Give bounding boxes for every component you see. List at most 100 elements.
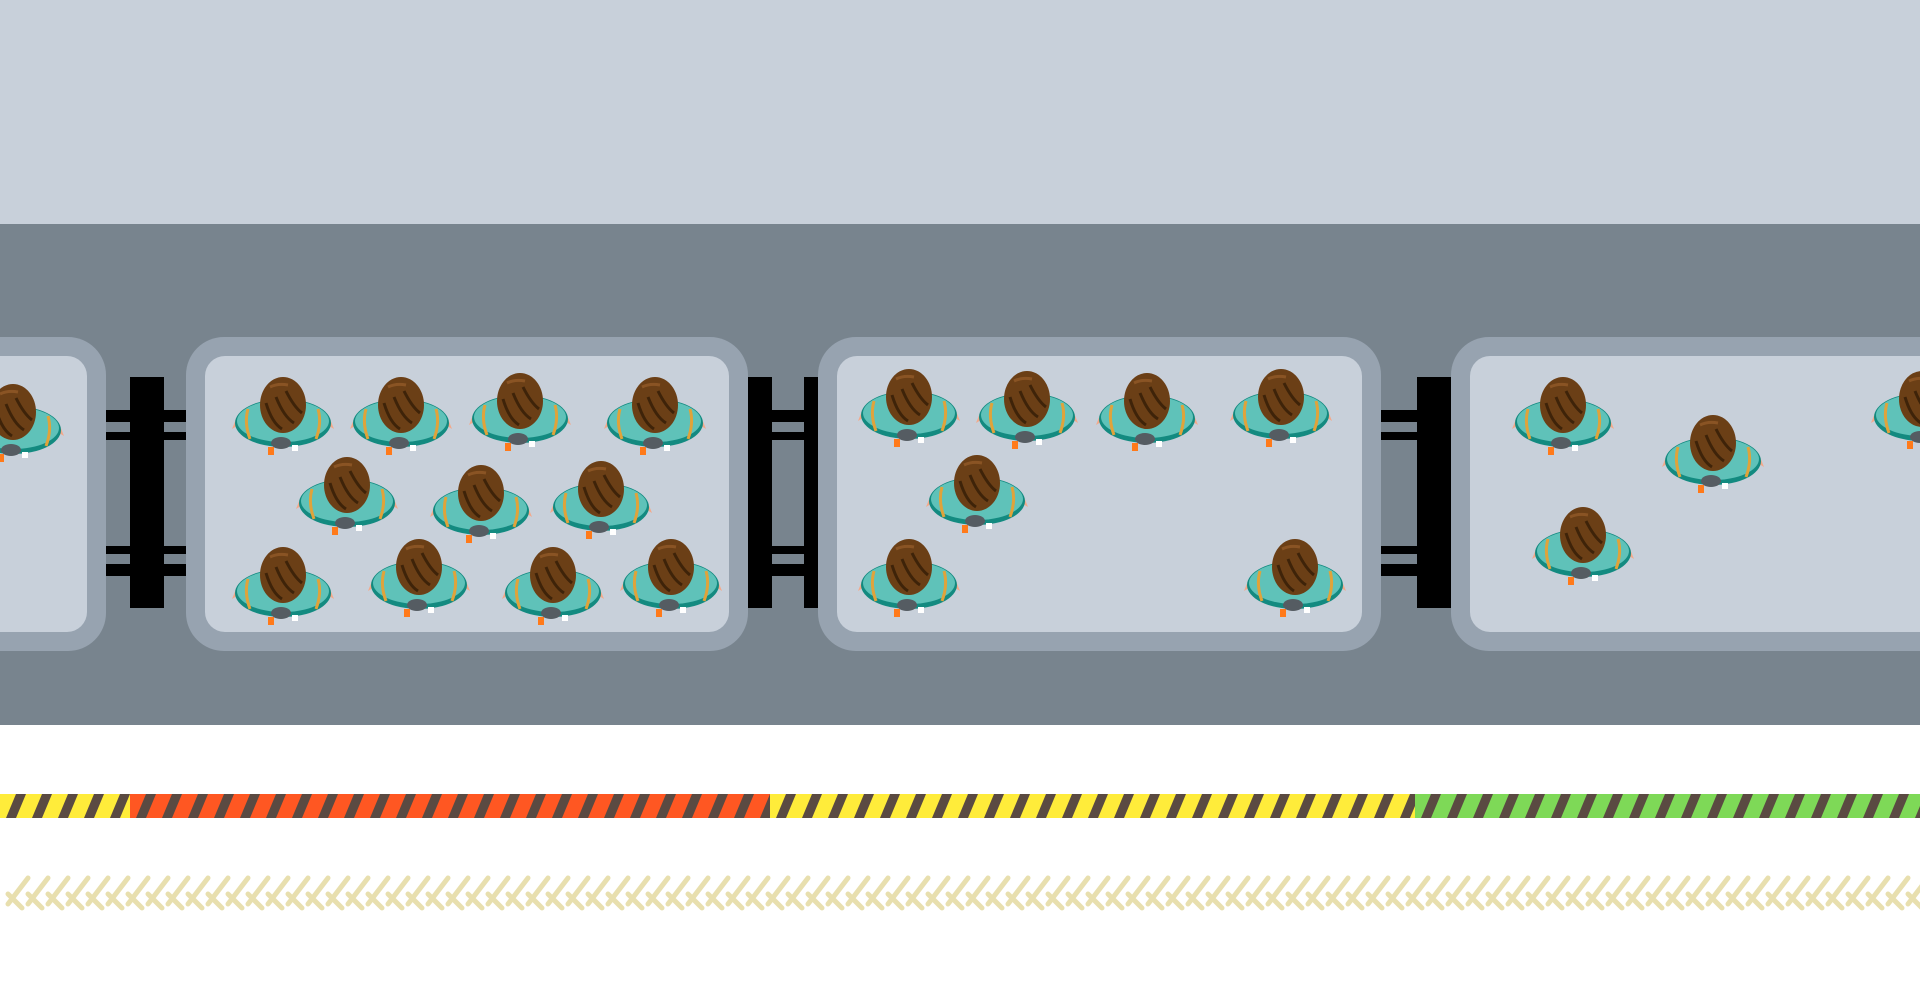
crowding-meter-stripe (32, 794, 52, 818)
crowding-meter-stripe (932, 794, 952, 818)
crowding-meter-stripe (1577, 794, 1597, 818)
hatch-mark (485, 891, 505, 911)
hatch-mark (265, 891, 285, 911)
hatch-mark (605, 891, 625, 911)
passenger-topdown-icon[interactable] (550, 457, 652, 543)
passenger-topdown-icon[interactable] (368, 535, 470, 621)
hatch-mark (685, 891, 705, 911)
crowding-meter-stripe (422, 794, 442, 818)
hatch-mark (1405, 891, 1425, 911)
crowding-meter-stripe (318, 794, 338, 818)
hatch-mark (1365, 891, 1385, 911)
hatch-mark (665, 891, 685, 911)
passenger-topdown-icon[interactable] (430, 461, 532, 547)
passenger-topdown-icon[interactable] (350, 373, 452, 459)
hatch-mark (5, 891, 25, 911)
crowding-meter-stripe (552, 794, 572, 818)
passenger-topdown-icon[interactable] (1096, 369, 1198, 455)
hatch-mark (165, 891, 185, 911)
passenger-topdown-icon[interactable] (1230, 365, 1332, 451)
crowding-meter-stripe (656, 794, 676, 818)
hatch-mark (1845, 891, 1865, 911)
hatch-mark (345, 891, 365, 911)
passenger-topdown-icon[interactable] (232, 543, 334, 629)
passenger-topdown-icon[interactable] (1244, 535, 1346, 621)
hatch-mark (1805, 891, 1825, 911)
passenger-topdown-icon[interactable] (1871, 367, 1920, 453)
crowding-meter-stripe (734, 794, 754, 818)
crowding-meter-stripe (396, 794, 416, 818)
hatch-mark (1305, 891, 1325, 911)
hatch-mark (925, 891, 945, 911)
crowding-meter-stripe (958, 794, 978, 818)
crowding-meter-stripe (526, 794, 546, 818)
hatch-mark (845, 891, 865, 911)
hatch-mark (25, 891, 45, 911)
crowding-meter-stripe (578, 794, 598, 818)
crowding-meter-stripe (1603, 794, 1623, 818)
hatch-mark (1245, 891, 1265, 911)
hatch-mark (305, 891, 325, 911)
hatch-mark (1105, 891, 1125, 911)
hatch-mark (85, 891, 105, 911)
passenger-topdown-icon[interactable] (469, 369, 571, 455)
crowding-meter-stripe (1863, 794, 1883, 818)
crowding-meter-stripe (1010, 794, 1030, 818)
crowding-meter-stripe (448, 794, 468, 818)
hatch-mark (1705, 891, 1725, 911)
passenger-topdown-icon[interactable] (296, 453, 398, 539)
hatch-mark (1605, 891, 1625, 911)
hatch-mark (425, 891, 445, 911)
passenger-topdown-icon[interactable] (620, 535, 722, 621)
passenger-topdown-icon[interactable] (1532, 503, 1634, 589)
passenger-topdown-icon[interactable] (1662, 411, 1764, 497)
crowding-meter-stripe (1655, 794, 1675, 818)
passenger-topdown-icon[interactable] (858, 535, 960, 621)
passenger-topdown-icon[interactable] (926, 451, 1028, 537)
train-coupler-icon (1381, 375, 1451, 610)
crowding-meter-stripe (880, 794, 900, 818)
hatch-mark (785, 891, 805, 911)
crowding-meter-stripe (474, 794, 494, 818)
hatch-mark (45, 891, 65, 911)
hatch-mark (745, 891, 765, 911)
hatch-mark (1625, 891, 1645, 911)
crowding-meter-stripe (1296, 794, 1316, 818)
passenger-topdown-icon[interactable] (502, 543, 604, 629)
hatch-mark (145, 891, 165, 911)
crowding-meter-stripe (1837, 794, 1857, 818)
hatch-mark (1025, 891, 1045, 911)
crowding-meter-stripe (1681, 794, 1701, 818)
crowding-meter-stripe (1114, 794, 1134, 818)
hatch-mark (405, 891, 425, 911)
passenger-topdown-icon[interactable] (858, 365, 960, 451)
hatch-mark (1205, 891, 1225, 911)
crowding-meter-stripe (802, 794, 822, 818)
crowding-meter-stripe (1140, 794, 1160, 818)
hatch-mark (1165, 891, 1185, 911)
passenger-topdown-icon[interactable] (604, 373, 706, 459)
crowding-meter-stripe (1707, 794, 1727, 818)
hatch-mark (385, 891, 405, 911)
crowding-meter-stripe (188, 794, 208, 818)
hatch-mark (65, 891, 85, 911)
hatch-mark (1225, 891, 1245, 911)
crowding-meter-stripe (1270, 794, 1290, 818)
crowding-meter-stripe (984, 794, 1004, 818)
hatch-mark (1525, 891, 1545, 911)
passenger-topdown-icon[interactable] (232, 373, 334, 459)
hatch-mark (1005, 891, 1025, 911)
hatch-mark (225, 891, 245, 911)
hatch-mark (365, 891, 385, 911)
passenger-topdown-icon[interactable] (976, 367, 1078, 453)
passenger-topdown-icon[interactable] (0, 380, 64, 466)
passenger-topdown-icon[interactable] (1512, 373, 1614, 459)
hatch-mark (545, 891, 565, 911)
hatch-mark (105, 891, 125, 911)
hatch-mark (525, 891, 545, 911)
crowding-meter-stripe (266, 794, 286, 818)
hatch-mark (285, 891, 305, 911)
hatch-mark (945, 891, 965, 911)
hatch-mark (505, 891, 525, 911)
